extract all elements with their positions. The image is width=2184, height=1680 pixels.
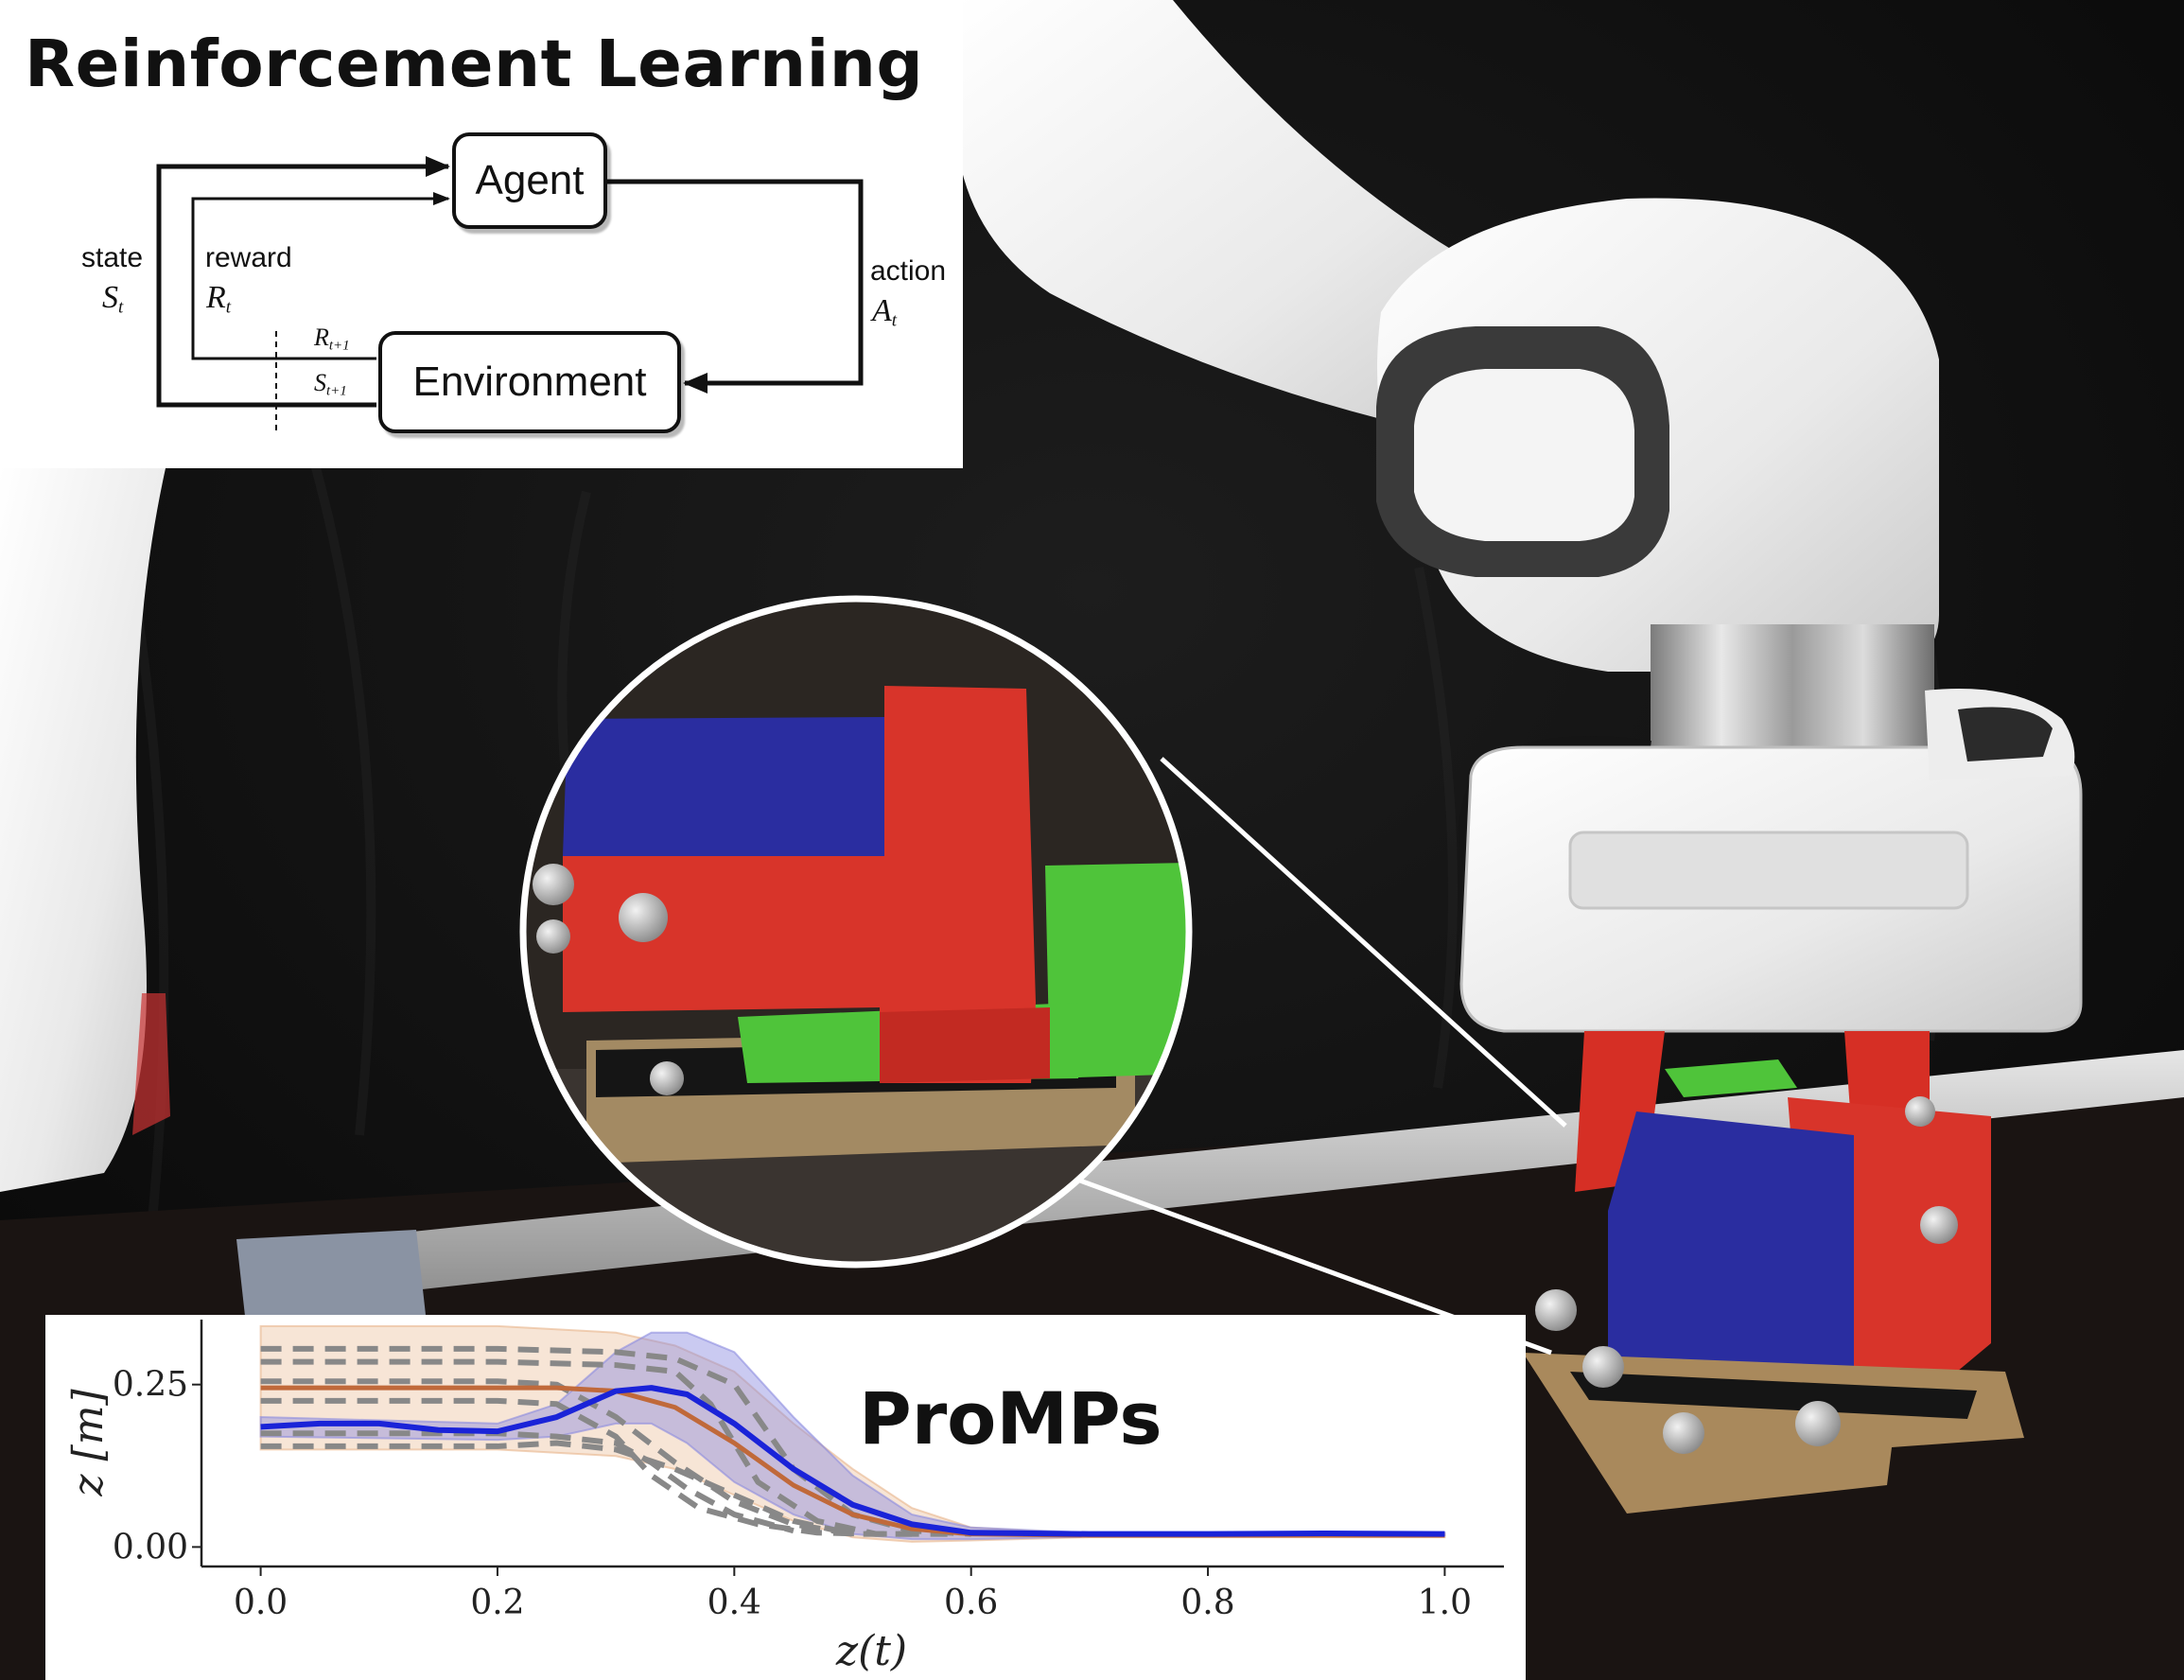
y-tick-label: 0.00	[113, 1528, 188, 1566]
agent-box: Agent	[452, 132, 607, 229]
reward-label: reward	[205, 242, 292, 273]
mocap-markers	[1535, 1096, 1958, 1454]
held-blue-block	[1608, 1111, 1854, 1409]
trajectory-lines	[260, 1345, 1445, 1538]
x-axis-title: z(t)	[835, 1627, 907, 1675]
state-label: state	[81, 242, 144, 273]
x-tick-label: 0.2	[470, 1584, 524, 1622]
zoom-connector-top	[1160, 757, 1567, 1128]
zoom-circle-border	[519, 595, 1193, 1269]
chart-axes: 0.0 0.2 0.4 0.6 0.8 1.0 0.00 0.25 z(t) z [m]	[64, 1320, 1504, 1675]
environment-label: Environment	[412, 359, 647, 405]
reward-symbol: Rt	[206, 280, 232, 318]
x-tick-label: 0.6	[944, 1584, 998, 1622]
wrist-cap	[1414, 369, 1634, 541]
y-axis-title: z [m]	[64, 1389, 113, 1497]
x-tick-label: 0.8	[1180, 1584, 1234, 1622]
rl-title: Reinforcement Learning	[25, 26, 924, 102]
x-tick-label: 0.0	[234, 1584, 288, 1622]
gripper-button	[1958, 707, 2053, 761]
held-green-block	[1665, 1059, 1797, 1097]
black-plate	[1570, 1372, 1977, 1419]
action-symbol: At	[872, 293, 898, 331]
agent-label: Agent	[475, 157, 585, 203]
y-tick-label: 0.25	[113, 1366, 188, 1405]
action-label: action	[870, 255, 947, 287]
demo-line-5	[260, 1430, 795, 1534]
mean-line-7	[260, 1385, 1445, 1537]
demo-line-1	[260, 1358, 948, 1537]
next-reward-symbol: Rt+1	[314, 324, 350, 354]
promps-label: ProMPs	[859, 1376, 1162, 1461]
x-tick-label: 0.4	[708, 1584, 761, 1622]
warning-sticker	[132, 993, 170, 1135]
next-state-symbol: St+1	[314, 369, 347, 399]
gripper-panel	[1568, 831, 1969, 910]
x-tick-label: 1.0	[1418, 1584, 1472, 1622]
robot-base-left	[0, 468, 166, 1192]
rl-diagram-panel: Agent Environment state St reward Rt act…	[0, 0, 963, 468]
state-symbol: St	[102, 280, 124, 318]
environment-box: Environment	[378, 331, 681, 433]
demo-line-0	[260, 1345, 971, 1537]
rl-diagram-arrows	[156, 156, 864, 435]
rail-end-bracket	[236, 1230, 426, 1324]
